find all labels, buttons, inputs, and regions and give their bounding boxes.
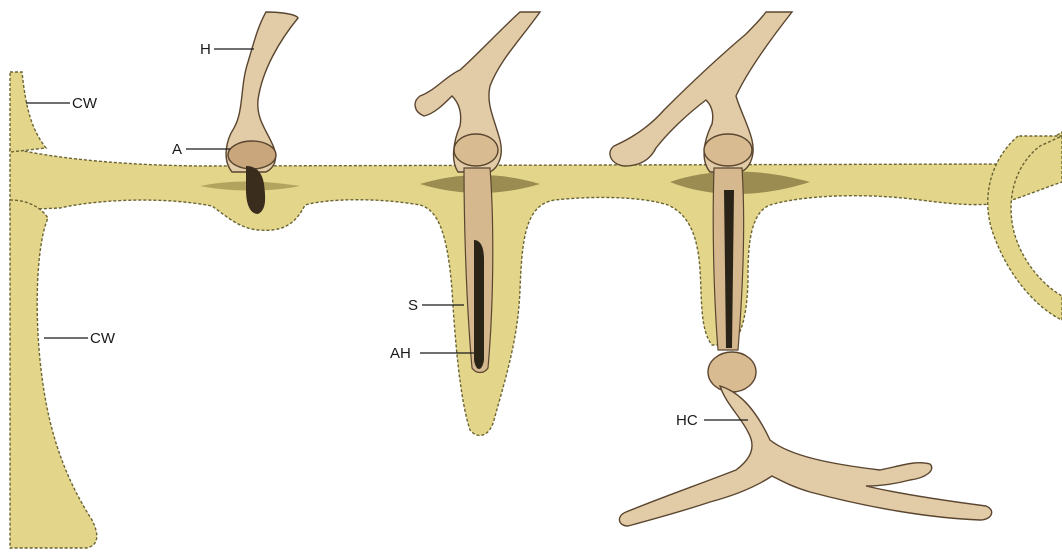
hypha-3-swelling <box>704 134 752 166</box>
label-cw-left: CW <box>90 330 116 347</box>
cell-wall-left <box>10 200 97 548</box>
hypha-2-swelling <box>454 134 498 166</box>
cell-wall-top-left <box>10 72 46 152</box>
label-h: H <box>200 41 211 58</box>
label-ah: AH <box>390 345 411 362</box>
hc-body <box>619 386 991 526</box>
haustorium-core <box>474 240 484 369</box>
hc-swelling <box>708 352 756 392</box>
label-cw-top: CW <box>72 95 98 112</box>
hyphae <box>226 12 992 526</box>
cell-wall-main <box>10 132 1062 435</box>
labels: H A CW CW S AH HC <box>26 41 748 429</box>
label-s: S <box>408 297 418 314</box>
label-a: A <box>172 141 182 158</box>
label-hc: HC <box>676 412 698 429</box>
hyphal-continuation <box>619 352 991 526</box>
hypha-3-body <box>610 12 792 172</box>
appressorium <box>228 141 276 169</box>
